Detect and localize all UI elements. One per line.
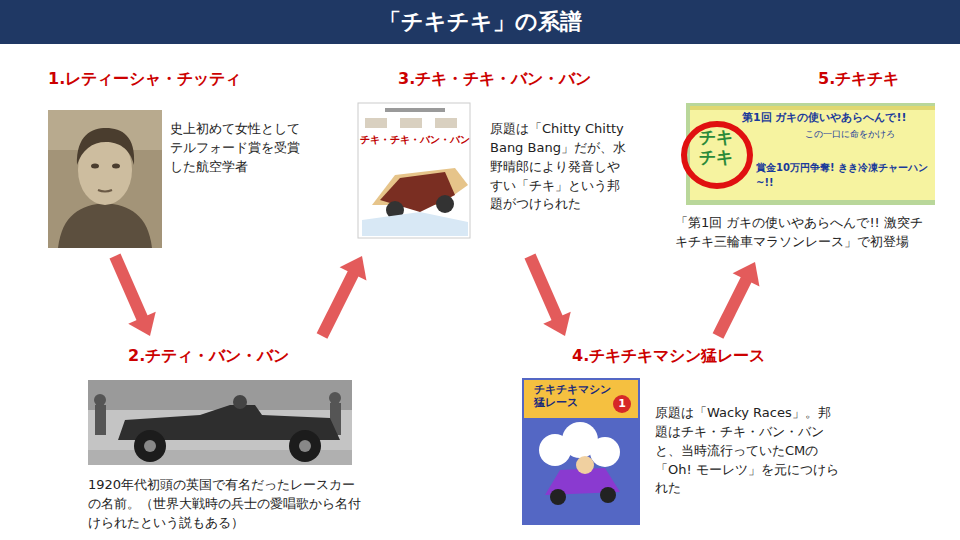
arrow-head [128,312,155,336]
flow-arrow [115,256,156,336]
item-heading: 1.レティーシャ・チッティ [48,67,298,90]
portrait-photo [48,110,162,248]
title-bar [0,0,960,44]
volume-number: 1 [617,397,627,411]
arrow-head [340,256,367,281]
item-description: 史上初めて女性としてテルフォード賞を受賞した航空学者 [170,120,302,177]
anime-cover [522,378,640,525]
race-car-photo [88,380,352,465]
item-description: 「第1回 ガキの使いやあらへんで!! 激突チキチキ三輪車マラソンレース」で初登場 [675,214,933,252]
dvd-cover [358,103,470,238]
flow-arrow [718,262,759,336]
timeline-item: 3.チキ・チキ・バン・バン原題は「Chitty Chitty Bang Bang… [355,62,636,252]
title-text: 「チキチキ」の系譜 [0,0,960,44]
arrow-head [543,312,570,336]
banner-text: この一口に命をかけろ [805,128,895,141]
arrow-shaft [530,256,558,320]
arrow-shaft [115,256,143,320]
timeline-item: 1.レティーシャ・チッティ史上初めて女性としてテルフォード賞を受賞した航空学者 [45,62,305,252]
item-description: 原題は「Wacky Races」。邦題はチキ・チキ・バン・バンと、当時流行ってい… [655,404,841,498]
item-heading: 3.チキ・チキ・バン・バン [398,67,633,90]
item-heading: 5.チキチキ [818,67,933,90]
item-description: 1920年代初頭の英国で有名だったレースカーの名前。（世界大戦時の兵士の愛唱歌か… [88,476,363,533]
item-heading: 4.チキチキマシン猛レース [572,344,842,367]
flow-arrow [530,256,571,336]
banner-text: チキ チキ [699,128,736,167]
timeline-item: 2.チティ・バン・バン 1920年代初頭の英国で有名だったレースカーの名前。（世界… [85,340,366,537]
cover-title: チキ・チキ・バン・バン [360,133,470,147]
banner-text: 第1回 ガキの使いやあらへんで!! [742,110,907,125]
item-heading: 2.チティ・バン・バン [128,344,358,367]
flow-arrow [322,256,366,336]
timeline-item: 4.チキチキマシン猛レース原題は「Wacky Races」。邦題はチキ・チキ・バ… [518,340,845,532]
arrow-shaft [718,278,747,336]
arrow-head [733,262,760,287]
item-description: 原題は「Chitty Chitty Bang Bang」だが、水野晴郎により発音… [490,120,632,214]
banner-text: 賞金10万円争奪! きき冷凍チャーハン~!! [756,160,931,190]
banner-photo [684,103,935,205]
arrow-shaft [322,272,354,336]
cover-title: チキチキマシン猛レース [534,383,614,409]
